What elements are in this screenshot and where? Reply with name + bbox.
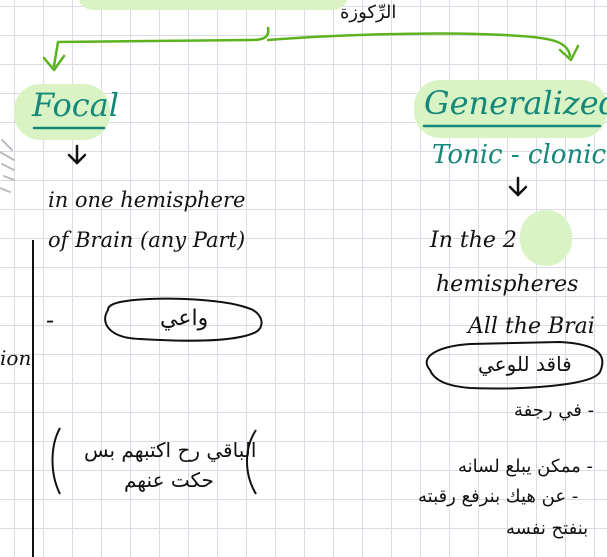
focal-line-2: of Brain (any Part): [48, 228, 246, 252]
top-arabic-label: الرِّكوزة: [340, 2, 397, 23]
generalized-ar-line-3: - عن هيك بنرفع رقبته: [418, 486, 579, 507]
generalized-down-arrow: [508, 176, 528, 197]
branch-arrow-right-head: [558, 44, 580, 62]
focal-dash: -: [46, 306, 55, 334]
number-highlight: [520, 210, 572, 266]
generalized-ar-line-1: - في رجفة: [514, 400, 595, 421]
generalized-heading: Generalized: [424, 84, 607, 122]
generalized-ar-line-4: بنفتح نفسه: [506, 518, 589, 539]
branch-arrow-left-head: [42, 54, 66, 72]
generalized-line-2: hemispheres: [436, 272, 579, 297]
unconscious-tag: فاقد للوعي: [478, 352, 572, 376]
branch-arrow: [52, 26, 270, 68]
edge-sketch: [0, 139, 15, 193]
generalized-ar-line-2: - ممكن يبلع لسانه: [458, 456, 594, 477]
branch-arrow-right: [266, 32, 572, 58]
focal-note-line-2: حكت عنهم: [124, 468, 214, 492]
generalized-subheading: Tonic - clonic: [432, 140, 607, 170]
focal-highlight: [14, 84, 110, 140]
conscious-tag: واعي: [160, 306, 209, 331]
focal-note-line-1: الباقي رح اكتبهم بس: [84, 438, 257, 462]
conscious-bubble: [104, 297, 263, 342]
focal-down-arrow: [67, 144, 87, 165]
generalized-line-3: All the Brai: [468, 314, 595, 339]
note-paren-right: [51, 427, 61, 495]
generalized-line-1: In the 2: [430, 228, 517, 253]
generalized-highlight: [414, 80, 607, 138]
unconscious-bubble: [425, 340, 604, 390]
margin-text: ion: [0, 346, 32, 370]
focal-heading: Focal: [32, 86, 119, 124]
focal-line-1: in one hemisphere: [48, 188, 246, 212]
note-paren-left: [246, 429, 257, 495]
top-highlight: [78, 0, 348, 10]
